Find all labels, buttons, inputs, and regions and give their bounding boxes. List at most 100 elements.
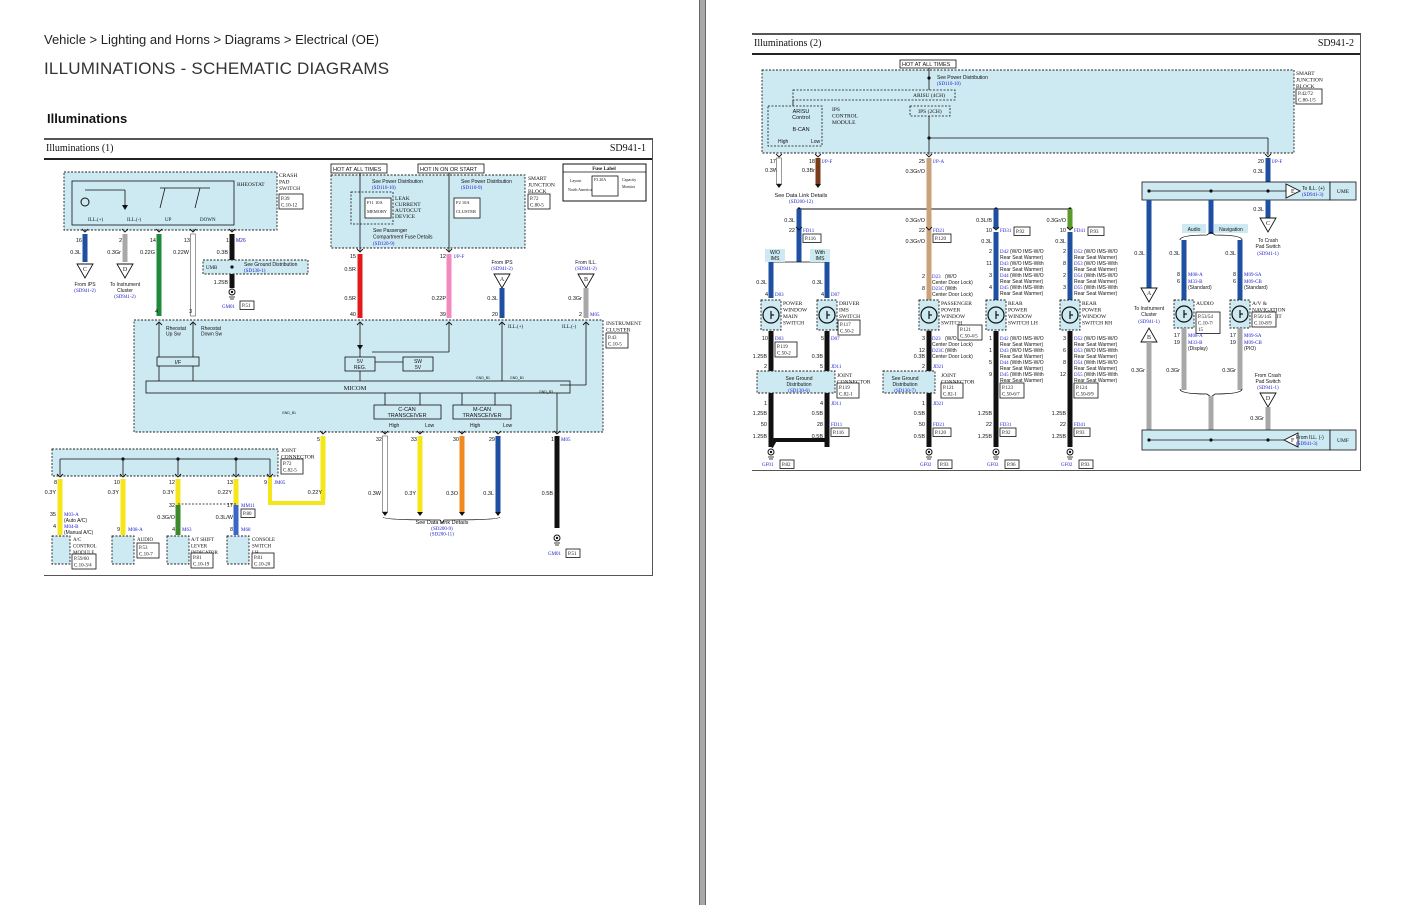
label: 20 — [1258, 159, 1264, 165]
label: CONNECTOR — [941, 380, 975, 386]
label: DEVICE — [395, 214, 416, 220]
label: FD31 — [1000, 423, 1012, 428]
label: GND_B1 — [510, 376, 524, 380]
label: (SD941-2) — [575, 267, 597, 272]
label: 35 — [50, 512, 56, 518]
label: IMS — [816, 256, 826, 262]
label: UP — [165, 218, 172, 223]
junction-dot — [1209, 189, 1213, 193]
reference-box — [999, 427, 1017, 437]
pin-number: 32 — [376, 437, 382, 443]
label: D52 — [1074, 337, 1083, 342]
reference-text: C.80-5 — [530, 204, 544, 209]
reference-text: C.10-7 — [139, 553, 153, 558]
label: 25 — [919, 159, 925, 165]
connector-chevron-icon — [795, 226, 803, 231]
reference-box — [190, 552, 214, 569]
label: See Power Distribution — [461, 179, 512, 185]
label: GM01 — [222, 305, 236, 310]
label: 0.3L — [784, 218, 795, 224]
label: (Display) — [1188, 346, 1208, 352]
cluster-label: INSTRUMENT — [606, 321, 642, 327]
wire — [1146, 200, 1152, 288]
label: 0.3Y — [108, 490, 120, 496]
label: Rear Seat Warmer) — [1000, 354, 1043, 360]
label: 3 — [922, 336, 925, 342]
label: (SD110-9) — [461, 186, 483, 191]
reference-text: C.82-5 — [283, 469, 297, 474]
label: M09-CB — [1244, 341, 1262, 346]
reference-box — [1195, 311, 1221, 334]
label: 1.25B — [753, 411, 768, 417]
label: 3 — [1063, 285, 1066, 291]
reference-box — [136, 542, 160, 559]
wire — [1237, 240, 1243, 300]
module-ac-control — [51, 535, 71, 565]
label: Center Door Lock) — [932, 354, 973, 360]
connector-chevron-icon — [266, 473, 274, 478]
label: IMS — [771, 256, 781, 262]
reference-text: P.92 — [1002, 431, 1011, 436]
label: FD41 — [1074, 423, 1086, 428]
junction-dot — [1209, 438, 1213, 442]
label: GF01 — [762, 463, 774, 468]
label: ILL.(+) — [88, 218, 104, 223]
reference-box — [1073, 382, 1099, 399]
reference-box — [837, 319, 861, 336]
label: (W/O IMS-With — [1010, 261, 1044, 267]
smart-junction-block-box — [330, 174, 526, 249]
label: 5V — [357, 359, 364, 365]
label: 0.3Gr — [1222, 368, 1236, 374]
navigation-tag — [1214, 224, 1248, 233]
label: 11 — [986, 261, 992, 267]
label: See Data Link Details — [416, 520, 469, 526]
reference-text: P.93 — [1076, 431, 1085, 436]
label: F11 10A — [367, 200, 383, 205]
pin-number: 30 — [453, 437, 459, 443]
junction-dot — [121, 457, 125, 461]
label: (W/O IMS-W/O — [1084, 336, 1118, 342]
reference-text: P.51 — [568, 552, 577, 557]
label: D03 — [775, 337, 784, 342]
label: (W/O IMS-W/O — [1010, 249, 1044, 255]
label: GND_B1 — [282, 411, 296, 415]
offpage-letter: B — [584, 277, 588, 283]
label: I/P-F — [822, 160, 833, 165]
reference-box — [836, 382, 860, 399]
reference-text: P.56/145 — [1254, 315, 1272, 320]
leak-device-box — [350, 191, 394, 225]
wire-spec: 0.3Gr — [107, 250, 121, 256]
label: 22 — [986, 422, 992, 428]
label: WINDOW — [1082, 314, 1107, 320]
label: (W/O IMS-With — [1084, 348, 1118, 354]
label: D23 — [932, 275, 941, 280]
lamp-icon — [818, 306, 836, 324]
label: CONTROL — [832, 114, 859, 120]
breadcrumb[interactable]: Vehicle > Lighting and Horns > Diagrams … — [44, 32, 379, 47]
wire-0.3L — [495, 436, 501, 512]
label: Rear Seat Warmer) — [1074, 267, 1117, 273]
label: (With IMS-W/O — [1084, 360, 1118, 366]
label: 4 — [820, 401, 823, 407]
label: 0.3L — [1134, 251, 1145, 257]
reference-box — [1004, 459, 1020, 469]
label: 0.3B — [812, 354, 824, 360]
junction-dot — [1266, 438, 1270, 442]
label: 0.3L — [1169, 251, 1180, 257]
label: From ILL. (-) — [1296, 435, 1324, 441]
reference-box — [779, 459, 795, 469]
reference-box — [802, 233, 822, 243]
label: (SD110-10) — [937, 82, 961, 87]
wire-blue-white — [233, 505, 239, 535]
label: Rear Seat Warmer) — [1000, 378, 1043, 384]
offpage-letter: A — [1147, 291, 1152, 297]
label: See Power Distribution — [937, 75, 988, 81]
label: A/C — [73, 538, 82, 543]
label: 4 — [989, 285, 992, 291]
connector-chevron-icon — [381, 430, 389, 435]
label: BLOCK — [1296, 84, 1315, 90]
pin-number: 16 — [76, 238, 82, 244]
label: 12 — [919, 348, 925, 354]
label: M33-B — [1188, 341, 1203, 346]
label: Center Door Lock) — [932, 292, 973, 298]
